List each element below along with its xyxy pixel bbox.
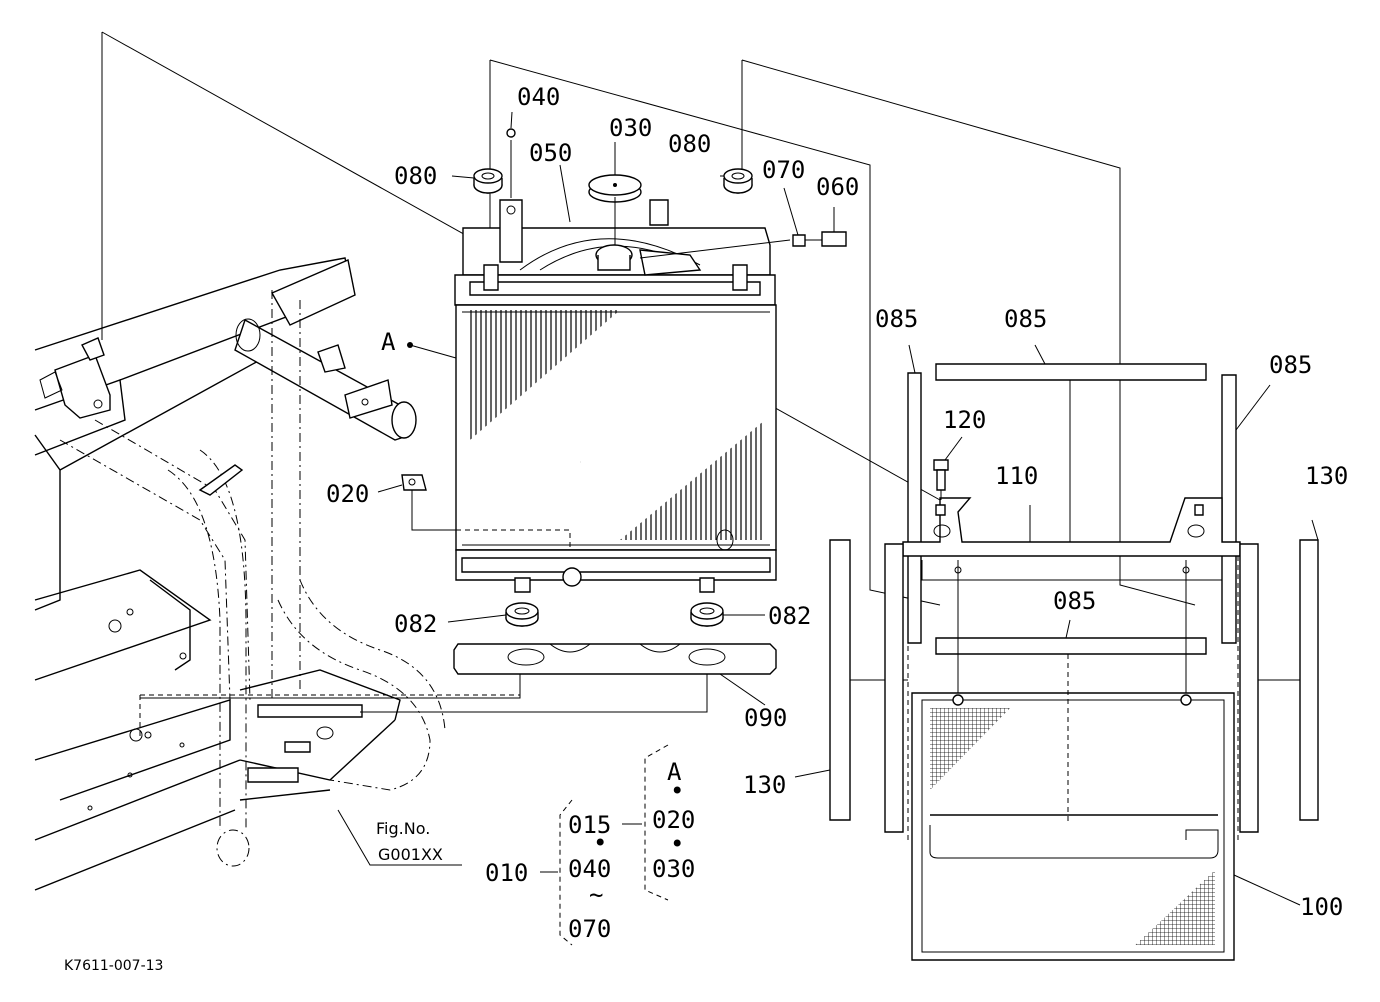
callout-020: 020 xyxy=(326,480,369,508)
top-parts xyxy=(377,111,847,493)
legend-dot-1: • xyxy=(593,829,607,857)
fig-no-value: G001XX xyxy=(378,845,443,864)
legend-010: 010 xyxy=(485,859,528,887)
callout-085-b: 085 xyxy=(1004,305,1047,333)
marker-a: A xyxy=(381,328,396,356)
seal-130-left xyxy=(829,539,851,821)
seal-085-top xyxy=(935,363,1207,381)
tractor-frame xyxy=(34,31,941,891)
bolt-120 xyxy=(933,459,949,500)
drawing-code: K7611-007-13 xyxy=(64,958,163,974)
mount-bracket-090 xyxy=(453,643,777,675)
drain-020 xyxy=(401,474,427,491)
fig-no-label: Fig.No. xyxy=(376,819,430,838)
cushion-082-right xyxy=(690,602,724,627)
cushion-082-left xyxy=(505,602,539,627)
sensor-070 xyxy=(792,234,806,247)
callout-082-left: 082 xyxy=(394,610,437,638)
callout-085-c: 085 xyxy=(1269,351,1312,379)
callout-130-right: 130 xyxy=(1305,462,1348,490)
callout-085-a: 085 xyxy=(875,305,918,333)
callout-100: 100 xyxy=(1300,893,1343,921)
legend-dot-2: • xyxy=(670,777,684,805)
callout-130-left: 130 xyxy=(743,771,786,799)
cushion-080-right xyxy=(723,168,753,194)
seal-085-right xyxy=(1221,374,1237,644)
lower-mount xyxy=(140,602,777,713)
callout-030: 030 xyxy=(609,114,652,142)
callout-labels: 040 030 050 080 080 070 060 A 020 082 08… xyxy=(64,83,1348,974)
legend-015: 015 xyxy=(568,811,611,839)
seal-130-right xyxy=(1299,539,1319,821)
cushion-080-left xyxy=(473,168,503,194)
screw-040 xyxy=(506,128,516,138)
legend-040: 040 xyxy=(568,855,611,883)
legend-tilde: ~ xyxy=(589,881,603,909)
callout-085-d: 085 xyxy=(1053,587,1096,615)
legend-a: A xyxy=(667,758,682,786)
seal-085-lower xyxy=(935,637,1207,655)
seal-085-left xyxy=(907,372,922,644)
callout-040: 040 xyxy=(517,83,560,111)
callout-050: 050 xyxy=(529,139,572,167)
callout-060: 060 xyxy=(816,173,859,201)
radiator-cap-030 xyxy=(588,174,642,203)
assembly-legend: 010 015 • 040 ~ 070 A • 020 • 030 xyxy=(485,744,695,946)
legend-dot-3: • xyxy=(670,830,684,858)
grille-assembly xyxy=(794,344,1319,961)
callout-120: 120 xyxy=(943,406,986,434)
callout-082-right: 082 xyxy=(768,602,811,630)
grille-100 xyxy=(911,692,1235,961)
callout-080-left: 080 xyxy=(394,162,437,190)
callout-110: 110 xyxy=(995,462,1038,490)
legend-020: 020 xyxy=(652,806,695,834)
legend-070: 070 xyxy=(568,915,611,943)
connector-060 xyxy=(821,231,847,247)
radiator-assembly xyxy=(407,59,1196,606)
callout-090: 090 xyxy=(744,704,787,732)
callout-080-right: 080 xyxy=(668,130,711,158)
legend-030: 030 xyxy=(652,855,695,883)
callout-070: 070 xyxy=(762,156,805,184)
